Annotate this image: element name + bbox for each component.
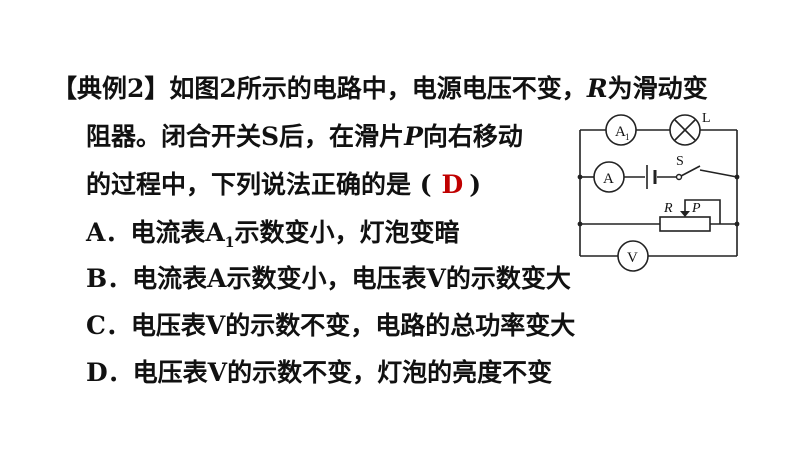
option-c-text: C．电压表V的示数不变，电路的总功率变大	[86, 311, 576, 340]
variable-p: P	[404, 122, 423, 151]
option-d-text: D．电压表V的示数不变，灯泡的亮度不变	[86, 358, 553, 387]
question-line-1: 【典例2】如图2所示的电路中，电源电压不变，R为滑动变	[52, 72, 708, 106]
ammeter-a-icon: A	[593, 161, 625, 193]
question-line-3: 的过程中，下列说法正确的是 ( D)	[86, 168, 481, 202]
voltmeter-icon: V	[617, 240, 649, 272]
question-text-1b: 为滑动变	[607, 74, 708, 103]
option-b: B．电流表A示数变小，电压表V的示数变大	[86, 262, 571, 296]
ammeter-a-label: A	[603, 171, 614, 187]
battery-icon	[646, 165, 657, 189]
option-a-suffix: 示数变小，灯泡变暗	[234, 218, 460, 247]
question-text-2a: 阻器。闭合开关S后，在滑片	[86, 122, 405, 151]
lamp-label: L	[702, 111, 711, 126]
question-text-2b: 向右移动	[422, 122, 523, 151]
option-a-prefix: A．电流表A	[86, 218, 225, 247]
question-line-2: 阻器。闭合开关S后，在滑片P向右移动	[86, 120, 523, 154]
question-text-1a: 如图2所示的电路中，电源电压不变，	[169, 74, 587, 103]
option-b-text: B．电流表A示数变小，电压表V的示数变大	[86, 264, 571, 293]
voltmeter-label: V	[627, 250, 638, 266]
ammeter-a1-label: A	[615, 124, 626, 140]
option-a: A．电流表A1示数变小，灯泡变暗	[86, 216, 460, 260]
junction-dots	[577, 174, 740, 227]
rheostat-p-label: P	[691, 201, 701, 216]
rheostat-icon: R P	[659, 201, 711, 232]
switch-label: S	[676, 154, 684, 169]
rheostat-r-label: R	[663, 201, 673, 216]
ammeter-a1-sub: 1	[625, 132, 630, 142]
answer-text: D	[441, 170, 464, 199]
ammeter-a1-icon: A 1	[605, 114, 637, 146]
option-d: D．电压表V的示数不变，灯泡的亮度不变	[86, 356, 552, 390]
switch-icon: S	[675, 154, 701, 181]
question-text-3a: 的过程中，下列说法正确的是 (	[86, 170, 432, 199]
lamp-icon: L	[669, 111, 711, 146]
option-a-sub: 1	[224, 235, 235, 251]
option-c: C．电压表V的示数不变，电路的总功率变大	[86, 309, 575, 343]
question-text-3b: )	[469, 170, 482, 199]
variable-r: R	[586, 74, 608, 103]
example-label: 【典例2】	[52, 74, 170, 103]
